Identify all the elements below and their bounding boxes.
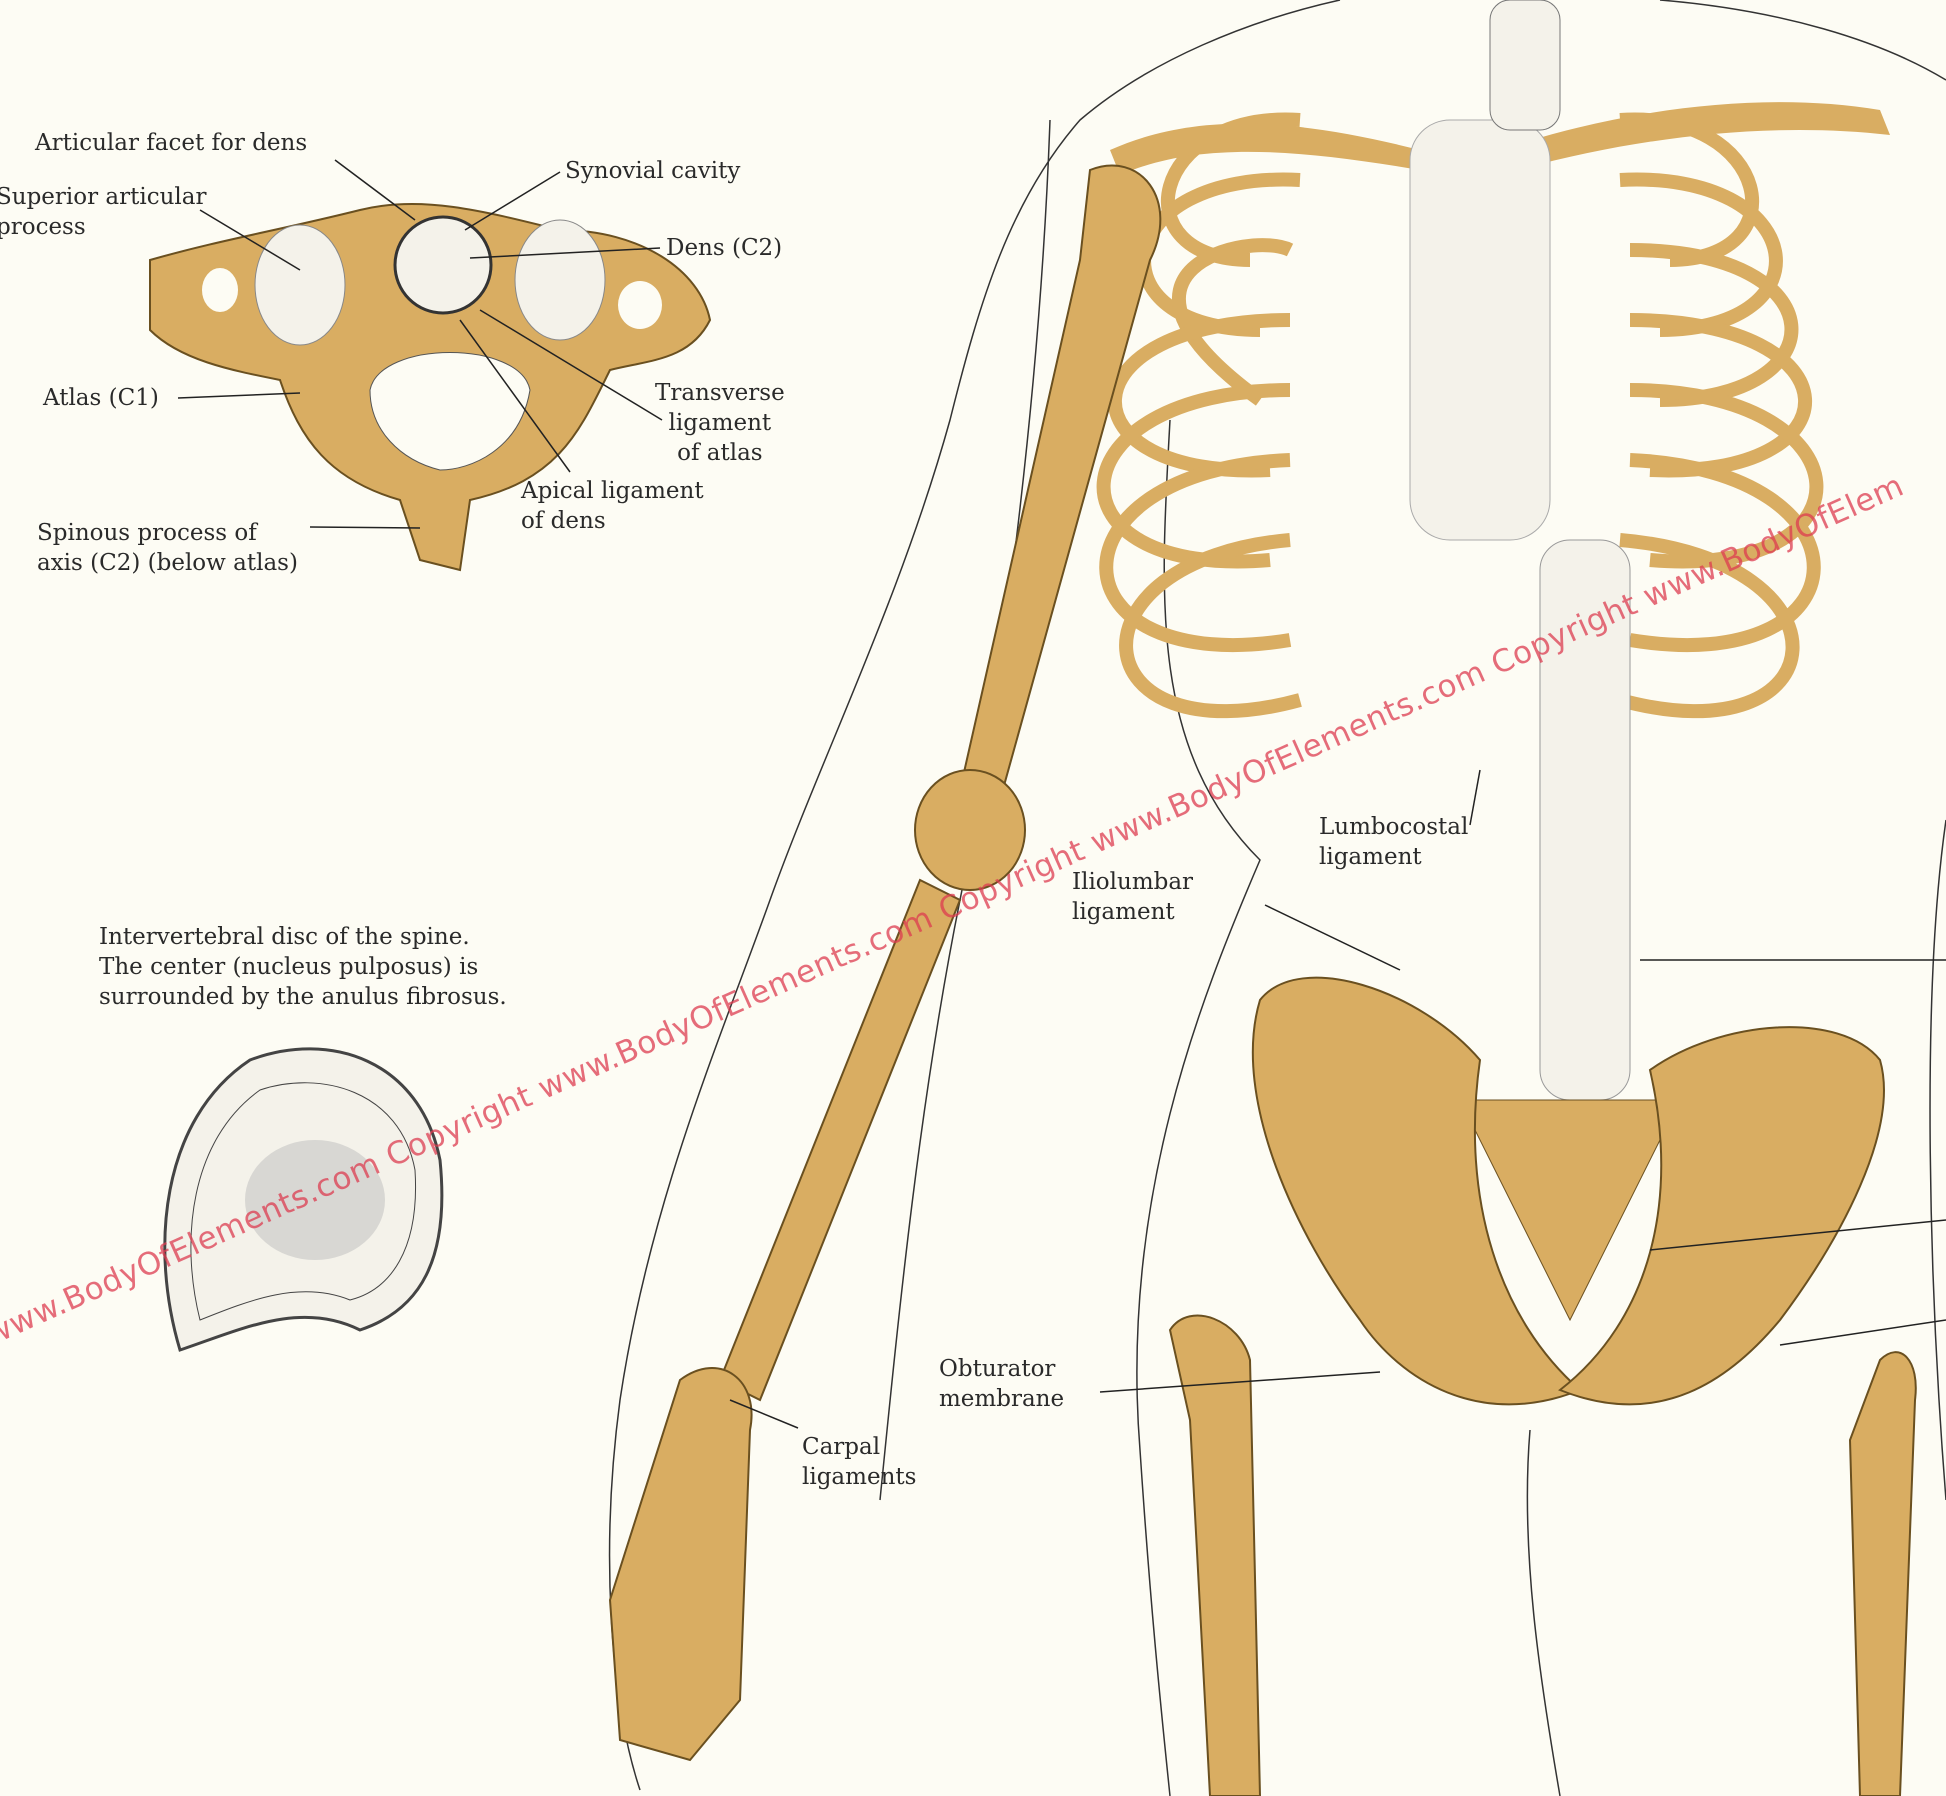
label-line: Obturator [939, 1356, 1056, 1382]
label-articular-facet: Articular facet for dens [35, 130, 308, 156]
label-line: Superior articular [0, 184, 207, 210]
atlas-vertebra [149, 202, 712, 572]
disc-caption: Intervertebral disc of the spine. The cen… [99, 922, 507, 1012]
label-spinous-process: Spinous process of axis (C2) (below atlas… [37, 518, 298, 578]
label-line: Iliolumbar [1072, 869, 1194, 895]
ribcage [1096, 112, 1824, 719]
sternum [1409, 119, 1551, 541]
label-synovial-cavity: Synovial cavity [565, 158, 741, 184]
label-line: Transverse [655, 380, 785, 406]
sacrum [1459, 1099, 1681, 1322]
label-line: of atlas [677, 440, 763, 466]
label-line: of dens [521, 508, 606, 534]
label-line: process [0, 214, 86, 240]
label-line: membrane [939, 1386, 1065, 1412]
label-apical-ligament: Apical ligament of dens [521, 476, 704, 536]
label-line: Spinous process of [37, 520, 257, 546]
label-superior-articular: Superior articular process [0, 182, 206, 242]
cervical-spine [1489, 0, 1561, 131]
pelvis [1251, 976, 1885, 1406]
caption-line: The center (nucleus pulposus) is [99, 954, 479, 980]
caption-line: Intervertebral disc of the spine. [99, 924, 470, 950]
label-line: Carpal [802, 1434, 881, 1460]
label-carpal: Carpal ligaments [802, 1432, 916, 1492]
label-line: ligaments [802, 1464, 917, 1490]
label-transverse-ligament: Transverse ligament of atlas [655, 378, 785, 468]
label-atlas: Atlas (C1) [43, 385, 159, 411]
label-line: ligament [1319, 844, 1422, 870]
caption-line: surrounded by the anulus fibrosus. [99, 984, 507, 1010]
label-dens: Dens (C2) [666, 235, 783, 261]
label-iliolumbar: Iliolumbar ligament [1072, 867, 1193, 927]
femurs [1168, 1314, 1917, 1796]
left-arm [608, 164, 1162, 1762]
leader-lines [177, 159, 1946, 1429]
label-line: ligament [668, 410, 772, 436]
label-line: Lumbocostal [1319, 814, 1469, 840]
label-lumbocostal: Lumbocostal ligament [1319, 812, 1468, 872]
intervertebral-disc [163, 1047, 444, 1352]
label-line: axis (C2) (below atlas) [37, 550, 298, 576]
label-obturator: Obturator membrane [939, 1354, 1064, 1414]
label-line: ligament [1072, 899, 1175, 925]
clavicles [1110, 102, 1890, 175]
label-line: Apical ligament [521, 478, 704, 504]
